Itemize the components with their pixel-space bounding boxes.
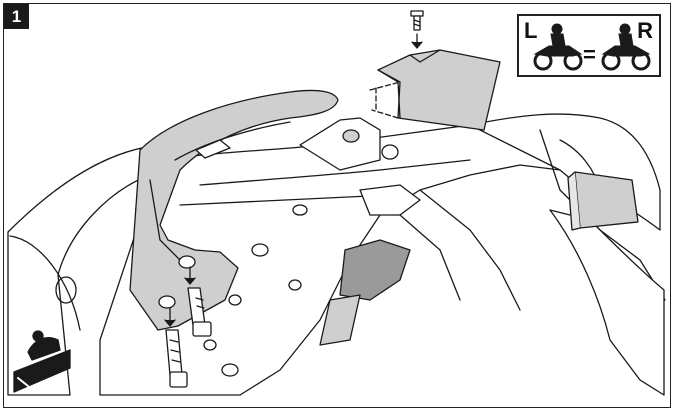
panel-hole <box>55 276 77 304</box>
right-lower-panel <box>549 209 665 396</box>
left-side-label: L <box>524 18 538 43</box>
screw-icon <box>410 10 424 31</box>
side-indicator-box: L R = <box>517 14 661 77</box>
equals-sign: = <box>583 42 596 67</box>
bolt-icon <box>165 329 188 388</box>
grab-rail <box>129 89 339 331</box>
center-strut <box>339 239 411 301</box>
reflector-block <box>574 171 639 229</box>
cross-tube <box>299 117 381 171</box>
rider-ramp-icon <box>13 330 71 393</box>
right-side-label: R <box>637 18 653 43</box>
mounting-plate <box>377 49 501 131</box>
step-number-badge: 1 <box>4 4 29 29</box>
motorcycle-rider-icon <box>533 23 583 71</box>
bolt-icon <box>187 287 212 337</box>
motorcycle-rider-icon <box>601 23 651 71</box>
step-number: 1 <box>11 6 22 26</box>
